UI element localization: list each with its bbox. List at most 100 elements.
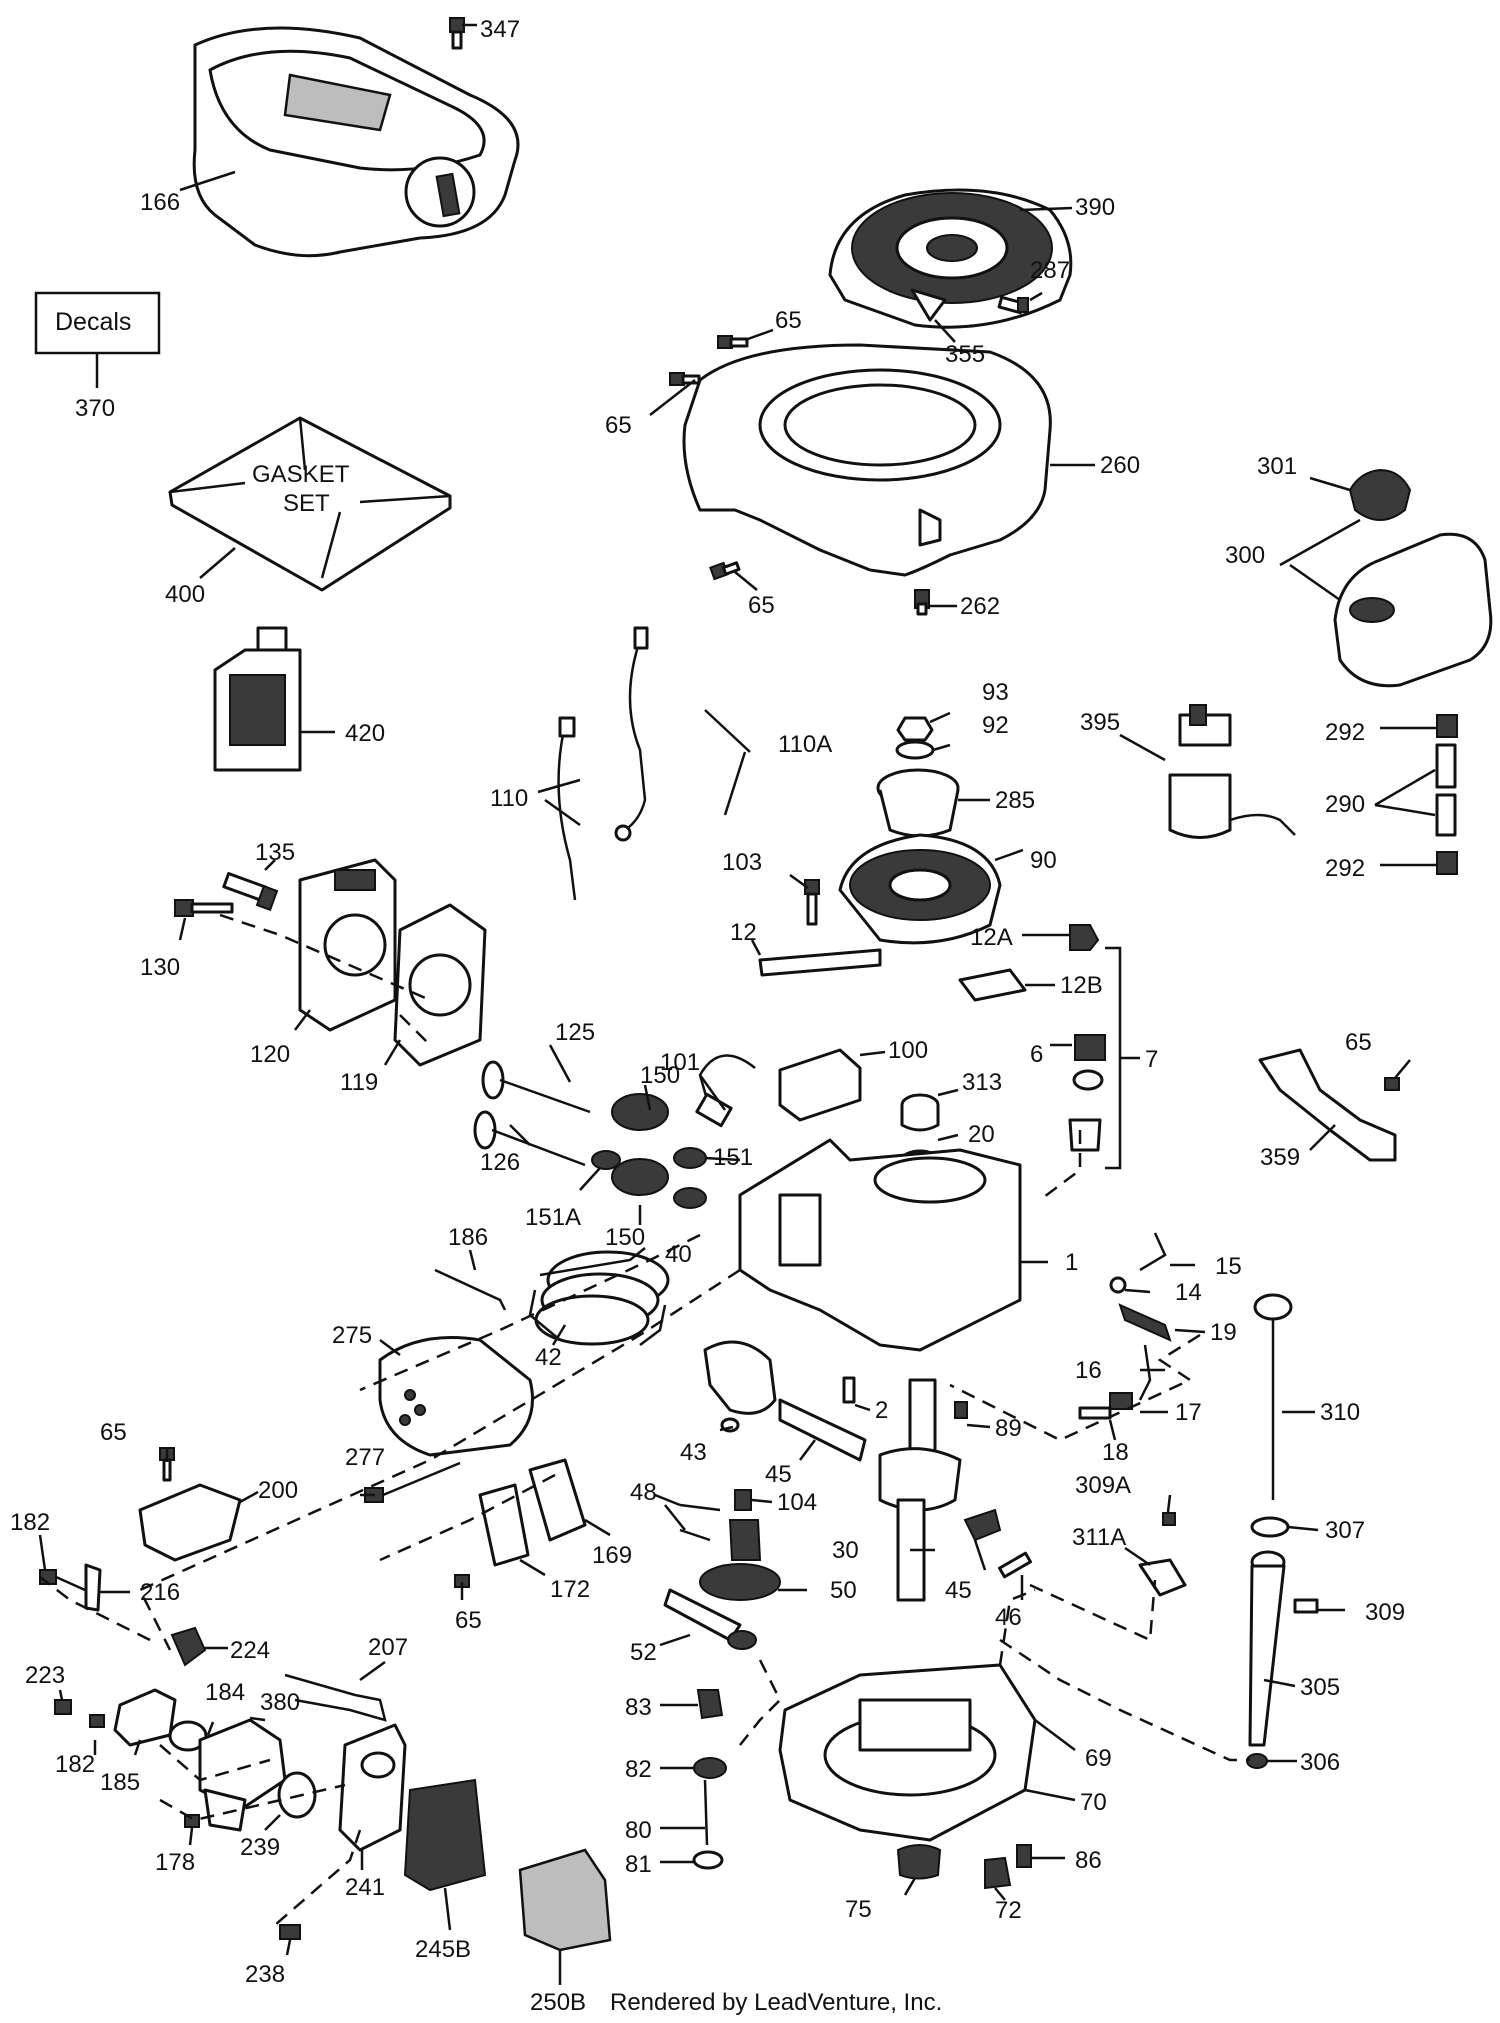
o-ring-307 — [1250, 1516, 1290, 1538]
part-label: 65 — [1345, 1029, 1372, 1056]
part-label: 92 — [982, 712, 1009, 739]
part-label: 42 — [535, 1344, 562, 1371]
ignition-coil — [695, 1048, 862, 1128]
part-label: 275 — [332, 1322, 372, 1349]
part-label: 40 — [665, 1241, 692, 1268]
part-label: 12B — [1060, 972, 1103, 999]
part-label: 18 — [1102, 1439, 1129, 1466]
part-label: 400 — [165, 581, 205, 608]
part-label: 12 — [730, 919, 757, 946]
crankshaft-key — [954, 1401, 968, 1419]
part-label: 395 — [1080, 709, 1120, 736]
part-label: 292 — [1325, 855, 1365, 882]
dipstick — [1253, 1293, 1293, 1500]
bottom-hardware — [896, 1844, 1032, 1890]
part-label: 238 — [245, 1961, 285, 1988]
starter-cup — [876, 768, 960, 838]
control-bracket — [1258, 1048, 1400, 1162]
choke-parts — [39, 1563, 102, 1612]
rod-cap — [963, 1508, 1032, 1579]
part-label: 307 — [1325, 1517, 1365, 1544]
part-label: 120 — [250, 1041, 290, 1068]
render-credit: Rendered by LeadVenture, Inc. — [610, 1989, 942, 2016]
exhaust-gaskets — [454, 1458, 587, 1588]
part-label: 347 — [480, 16, 520, 43]
crankcase-sump — [778, 1663, 1037, 1842]
part-label: 80 — [625, 1817, 652, 1844]
part-label: 90 — [1030, 847, 1057, 874]
part-label: 184 — [205, 1679, 245, 1706]
oil-pump-parts — [692, 1689, 727, 1870]
part-label: 17 — [1175, 1399, 1202, 1426]
part-label: 239 — [240, 1834, 280, 1861]
part-label: 48 — [630, 1479, 657, 1506]
part-label: 69 — [1085, 1745, 1112, 1772]
part-label: 103 — [722, 849, 762, 876]
bolt-103 — [804, 879, 820, 926]
part-label: 6 — [1030, 1041, 1043, 1068]
part-label: 241 — [345, 1874, 385, 1901]
part-label: 65 — [455, 1607, 482, 1634]
part-label: 290 — [1325, 791, 1365, 818]
part-label: 172 — [550, 1576, 590, 1603]
part-label: 355 — [945, 341, 985, 368]
part-label: 262 — [960, 593, 1000, 620]
part-label: 65 — [775, 307, 802, 334]
part-label: 178 — [155, 1849, 195, 1876]
governor-linkage — [1078, 1232, 1172, 1420]
part-label: 186 — [448, 1224, 488, 1251]
part-label: 30 — [832, 1537, 859, 1564]
part-label: 65 — [100, 1419, 127, 1446]
part-label: 150 — [605, 1224, 645, 1251]
part-label: 46 — [995, 1604, 1022, 1631]
part-label: 16 — [1075, 1357, 1102, 1384]
part-label: 83 — [625, 1694, 652, 1721]
part-label: 207 — [368, 1634, 408, 1661]
part-label: 151A — [525, 1204, 581, 1231]
part-label: 245B — [415, 1936, 471, 1963]
part-label: 309A — [1075, 1472, 1131, 1499]
decals-box-label: Decals — [55, 308, 131, 336]
part-label: 2 — [875, 1397, 888, 1424]
part-label: 182 — [10, 1509, 50, 1536]
ground-wires — [557, 626, 649, 901]
part-label: 200 — [258, 1477, 298, 1504]
piston-assembly — [703, 1340, 867, 1462]
part-label: 311A — [1072, 1524, 1126, 1551]
part-label: 182 — [55, 1751, 95, 1778]
part-label: 224 — [230, 1637, 270, 1664]
part-label: 81 — [625, 1851, 652, 1878]
decals-box — [34, 291, 161, 388]
part-label: 43 — [680, 1439, 707, 1466]
part-label: 52 — [630, 1639, 657, 1666]
dipstick-bracket — [1138, 1512, 1319, 1614]
part-label: 12A — [970, 924, 1013, 951]
head-bolt — [174, 899, 234, 917]
governor-gear — [663, 1489, 781, 1650]
part-label-250b: 250B — [530, 1989, 586, 2016]
part-label: 287 — [1030, 257, 1070, 284]
part-label: 420 — [345, 720, 385, 747]
gasket-set-envelope — [168, 416, 452, 592]
part-label: 260 — [1100, 452, 1140, 479]
part-label: 45 — [765, 1461, 792, 1488]
flywheel-nut — [895, 716, 935, 760]
part-label: 65 — [748, 592, 775, 619]
part-label: 126 — [480, 1149, 520, 1176]
gasket-set-label-line2: SET — [283, 490, 330, 517]
part-label: 20 — [968, 1121, 995, 1148]
part-label: 359 — [1260, 1144, 1300, 1171]
primer-kit-bracket — [1105, 946, 1122, 1170]
oil-bottle — [213, 626, 302, 772]
muffler — [378, 1336, 534, 1457]
part-label: 135 — [255, 839, 295, 866]
valve-springs — [591, 1093, 707, 1209]
fuel-line-parts — [1435, 714, 1458, 875]
part-label: 380 — [260, 1689, 300, 1716]
part-label: 89 — [995, 1415, 1022, 1442]
dowel-pin — [842, 1376, 856, 1404]
part-label: 125 — [555, 1019, 595, 1046]
part-label: 150 — [640, 1062, 680, 1089]
part-label: 1 — [1065, 1249, 1078, 1276]
